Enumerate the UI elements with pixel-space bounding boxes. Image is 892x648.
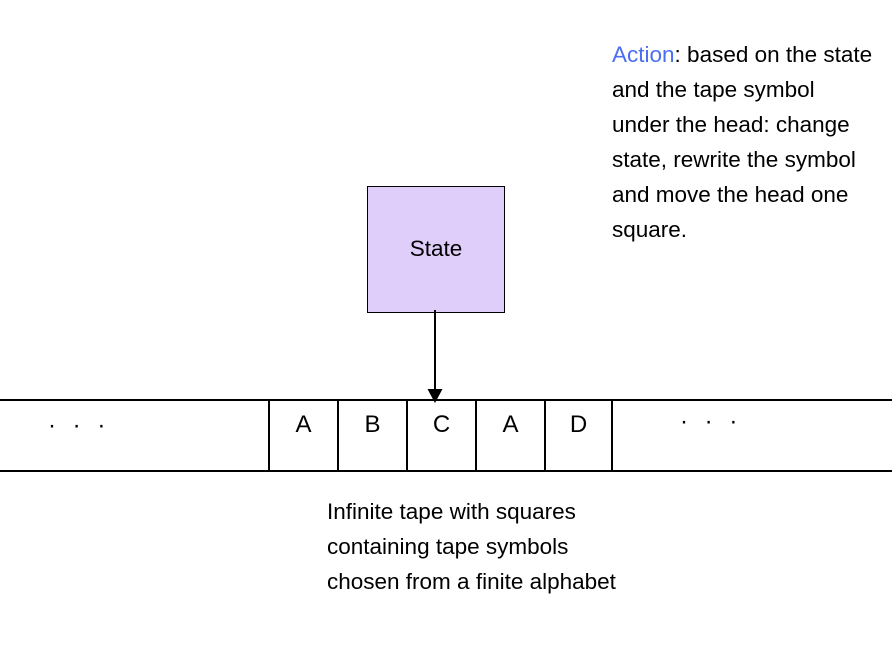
state-box-label: State <box>409 236 463 262</box>
tape-cell-symbol: C <box>432 411 451 438</box>
tape-cell-symbol: A <box>502 411 519 438</box>
tape-left-ellipsis: · · · <box>48 412 111 439</box>
tape-cell[interactable]: B <box>337 399 406 472</box>
action-annotation: Action: based on the state and the tape … <box>612 37 874 247</box>
tape-cell[interactable]: D <box>544 399 613 472</box>
tape-cell-group: A B C A D <box>268 399 613 472</box>
tape-top-edge <box>0 399 892 401</box>
action-keyword: Action <box>612 42 675 67</box>
action-body: : based on the state and the tape symbol… <box>612 42 873 242</box>
tape-right-ellipsis: · · · <box>680 408 743 435</box>
tape-cell[interactable]: A <box>268 399 337 472</box>
state-box: State <box>367 186 505 313</box>
tape: · · · · · · A B C A D <box>0 399 892 472</box>
tape-caption: Infinite tape with squares containing ta… <box>327 499 616 594</box>
read-write-head-arrow <box>427 310 443 403</box>
tape-cell[interactable]: A <box>475 399 544 472</box>
tape-cell-symbol: D <box>569 411 588 438</box>
tape-bottom-edge <box>0 470 892 472</box>
tape-cell-symbol: A <box>295 411 312 438</box>
tape-cell[interactable]: C <box>406 399 475 472</box>
tape-cell-symbol: B <box>364 411 381 438</box>
